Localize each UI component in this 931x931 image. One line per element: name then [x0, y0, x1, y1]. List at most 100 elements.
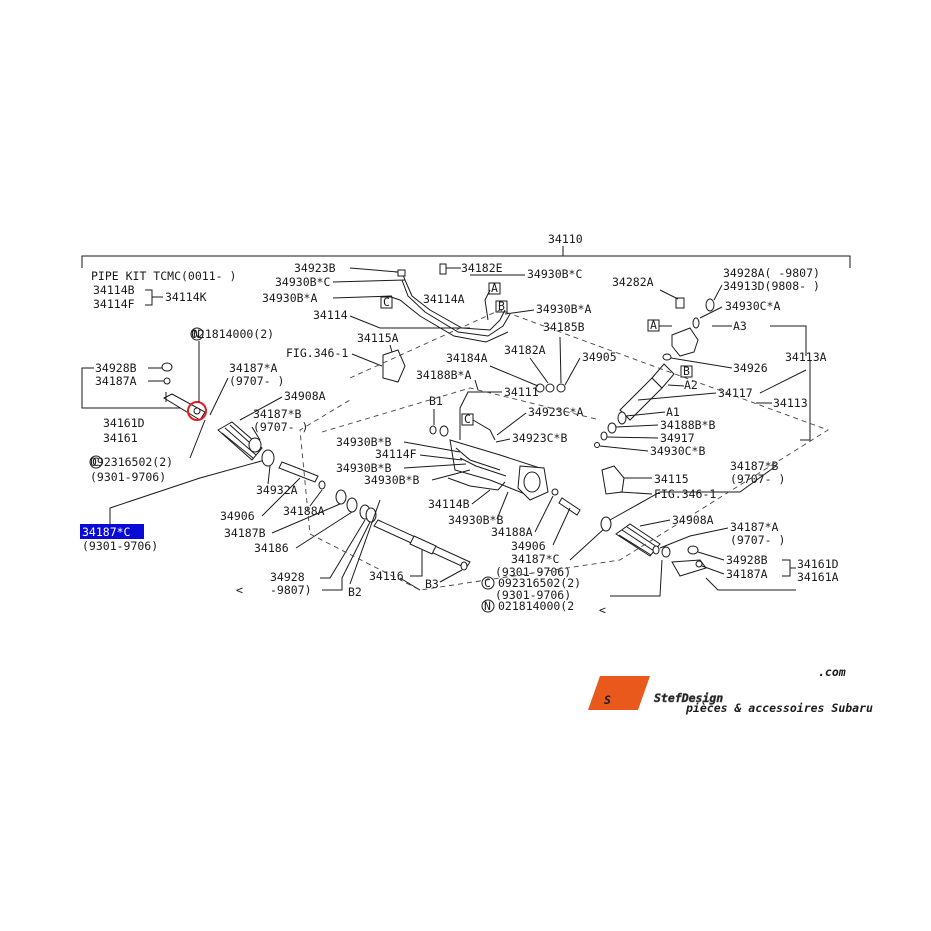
label-34906-m: 34906	[511, 539, 546, 553]
label-34187c-m: 34187*C	[511, 552, 560, 566]
label-n-top: 021814000(2)	[191, 327, 274, 341]
logo-mark-bg	[588, 676, 650, 710]
leader-34161a-r	[705, 577, 796, 591]
label-b1: B1	[429, 394, 443, 408]
leader-c-m	[610, 559, 663, 597]
c-badge-left-letter: C	[92, 455, 99, 469]
leader-34187a-r2	[701, 565, 725, 575]
assembly-bracket	[81, 255, 851, 268]
box-c-center-link	[472, 419, 496, 441]
leader-34928	[320, 519, 366, 579]
part-34186	[346, 497, 358, 513]
leader-c-l	[189, 419, 206, 459]
part-34932a	[261, 449, 275, 467]
inner-rod-end	[460, 561, 468, 571]
part-34185b	[556, 383, 566, 393]
label-a2: A2	[684, 378, 698, 392]
leader-34282a	[659, 289, 679, 300]
label-34188ba: 34188B*A	[416, 368, 471, 382]
part-34187a-r2	[695, 560, 703, 568]
box-c-center	[461, 413, 474, 426]
label-34161d-l: 34161D	[103, 416, 145, 430]
leader-34188ba	[474, 379, 479, 391]
label-34908a-r: 34908A	[672, 513, 714, 527]
part-34187b-ring	[335, 489, 347, 505]
leader-fig-2	[619, 491, 653, 495]
label-9707-l: (9707- )	[229, 374, 284, 388]
leader-34111	[459, 391, 502, 440]
n-badge-mid-letter: N	[484, 599, 491, 613]
label-34930bc-r: 34930B*C	[527, 267, 582, 281]
valve-housing	[671, 327, 699, 357]
logo-mark: S	[604, 693, 611, 707]
c-badge-mid-letter: C	[484, 576, 491, 590]
label-34928a: 34928A( -9807)	[723, 266, 820, 280]
box-a-right-letter: A	[650, 318, 657, 332]
label-34115a: 34115A	[357, 331, 399, 345]
leader-34930ca	[699, 306, 723, 319]
leader-fig-1	[351, 353, 383, 367]
assembly-number: 34110	[548, 232, 583, 246]
leader-34906-m	[552, 507, 571, 546]
fitting-34182e	[439, 263, 447, 275]
logo-domain: .com	[818, 665, 846, 679]
label-34114f-m: 34114F	[375, 447, 417, 461]
leader-34930bb-2	[403, 463, 467, 469]
bracket-34114k	[145, 289, 163, 306]
bracket-right-long	[800, 360, 811, 441]
label-34113a: 34113A	[785, 350, 827, 364]
label-34188a-l: 34188A	[283, 504, 325, 518]
label-34905: 34905	[582, 350, 617, 364]
highlighted-part-date: (9301-9706)	[82, 539, 158, 553]
n-badge-top	[190, 327, 204, 341]
label-fig-2: FIG.346-1	[654, 487, 716, 501]
label-b2: B2	[348, 585, 362, 599]
leader-34930bb-1	[403, 441, 461, 453]
c-badge-left	[89, 455, 103, 469]
part-34917	[600, 431, 608, 441]
label-34923cb: 34923C*B	[512, 431, 567, 445]
c-badge-mid	[481, 576, 495, 590]
box-b-right	[680, 365, 693, 378]
leader-34116	[410, 550, 423, 577]
leader-34928b-r	[697, 551, 725, 561]
label-fig-1: FIG.346-1	[286, 346, 348, 360]
leader-34930bb-3	[431, 469, 471, 481]
leader-34930bc-top	[332, 279, 406, 283]
leader-34184a	[489, 365, 539, 387]
label-34113: 34113	[773, 396, 808, 410]
label-lt: <	[236, 583, 243, 597]
leader-34117	[637, 392, 717, 401]
part-a1	[617, 411, 627, 425]
box-a-top-letter: A	[491, 281, 498, 295]
bracket-34113a	[770, 325, 807, 356]
label-34111: 34111	[504, 385, 539, 399]
leader-34923b	[349, 267, 399, 273]
fitting-34923b	[397, 269, 406, 277]
label-34114b-m: 34114B	[428, 497, 470, 511]
part-34928b-r	[687, 545, 699, 555]
highlight-marker-circle	[187, 401, 207, 421]
rack-pipes	[455, 447, 507, 477]
label-a1: A1	[666, 405, 680, 419]
label-34928: 34928	[270, 570, 305, 584]
label-34908a-l: 34908A	[284, 389, 326, 403]
box-b-right-letter: B	[683, 364, 690, 378]
label-34161-l: 34161	[103, 431, 138, 445]
label-9707-r2: (9707- )	[730, 533, 785, 547]
label-34116: 34116	[369, 569, 404, 583]
box-c-center-letter: C	[464, 412, 471, 426]
label-34187a-l: 34187A	[95, 374, 137, 388]
mount-34115a	[382, 349, 406, 383]
label-34913d: 34913D(9808- )	[723, 279, 820, 293]
leader-34930ba-top	[332, 295, 393, 299]
highlighted-part-box[interactable]	[80, 524, 144, 539]
label-34184a: 34184A	[446, 351, 488, 365]
leader-34923ca	[496, 412, 527, 436]
label-34114f: 34114F	[93, 297, 135, 311]
highlighted-part-number[interactable]: 34187*C	[82, 525, 131, 539]
part-nut-r	[661, 546, 671, 558]
leader-34182a	[529, 357, 549, 384]
label-34117: 34117	[718, 386, 753, 400]
